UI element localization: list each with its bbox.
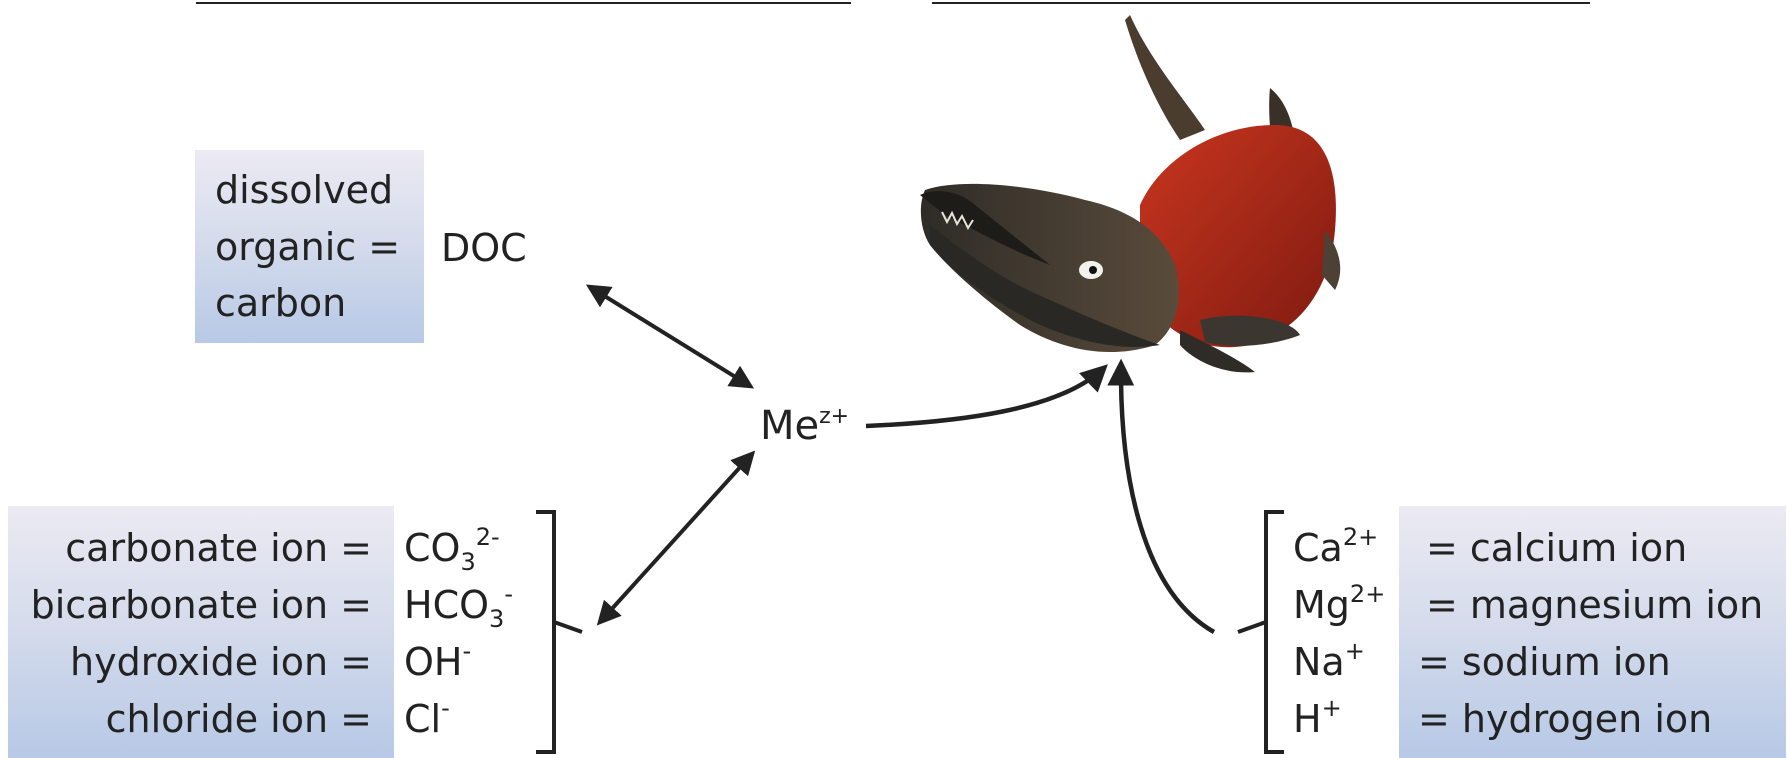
anion-name-chloride: chloride ion = <box>105 697 372 741</box>
formula-base: CO <box>404 526 461 570</box>
metal-ion: Mez+ <box>760 400 849 452</box>
arrow-anions-metal <box>596 450 756 626</box>
header-underline-right <box>932 2 1590 4</box>
formula-base: H <box>1293 697 1322 741</box>
metal-charge: z+ <box>819 403 850 429</box>
arrow-metal-fish <box>865 364 1108 429</box>
formula-superscript: 2- <box>475 523 500 552</box>
formula-subscript: 3 <box>460 547 476 576</box>
doc-line-1: dissolved <box>215 168 394 212</box>
doc-line-3: carbon <box>215 281 347 325</box>
header-underline-left <box>196 2 851 4</box>
anion-name-carbonate: carbonate ion = <box>65 526 372 570</box>
anion-bracket <box>536 510 583 754</box>
cation-name-sodium: = sodium ion <box>1418 640 1671 684</box>
formula-superscript: - <box>441 694 450 723</box>
doc-label-box <box>195 150 424 343</box>
cation-name-hydrogen: = hydrogen ion <box>1418 697 1713 741</box>
formula-subscript: 3 <box>489 604 505 633</box>
anion-formula-chloride: Cl- <box>404 693 450 745</box>
cation-name-calcium: = calcium ion <box>1426 526 1688 570</box>
salmon-illustration <box>920 15 1341 373</box>
formula-superscript: 2+ <box>1349 580 1386 609</box>
formula-base: Cl <box>404 697 442 741</box>
formula-superscript: - <box>504 580 513 609</box>
cation-bracket <box>1237 510 1284 754</box>
formula-base: HCO <box>404 583 490 627</box>
formula-base: Ca <box>1293 526 1343 570</box>
doc-abbreviation: DOC <box>441 226 527 270</box>
anion-name-hydroxide: hydroxide ion = <box>70 640 372 684</box>
formula-superscript: + <box>1344 637 1365 666</box>
formula-superscript: 2+ <box>1342 523 1379 552</box>
formula-superscript: - <box>462 637 472 666</box>
anion-name-bicarbonate: bicarbonate ion = <box>30 583 372 627</box>
formula-superscript: + <box>1321 694 1342 723</box>
arrow-cations-fish <box>1107 358 1216 634</box>
anion-formula-hydroxide: OH- <box>404 636 471 688</box>
cation-formula-sodium: Na+ <box>1293 636 1365 688</box>
cation-formula-calcium: Ca2+ <box>1293 522 1378 574</box>
cation-formula-hydrogen: H+ <box>1293 693 1342 745</box>
cation-label-box <box>1399 506 1786 758</box>
metal-symbol: Me <box>760 403 820 449</box>
anion-label-box <box>8 506 394 758</box>
anion-formula-carbonate: CO32- <box>404 522 500 574</box>
formula-base: Mg <box>1293 583 1350 627</box>
formula-base: OH <box>404 640 463 684</box>
cation-name-magnesium: = magnesium ion <box>1426 583 1764 627</box>
doc-line-2: organic = <box>215 225 401 269</box>
anion-formula-bicarbonate: HCO3- <box>404 579 513 631</box>
cation-formula-magnesium: Mg2+ <box>1293 579 1385 631</box>
formula-base: Na <box>1293 640 1345 684</box>
arrow-doc-metal <box>585 284 755 389</box>
